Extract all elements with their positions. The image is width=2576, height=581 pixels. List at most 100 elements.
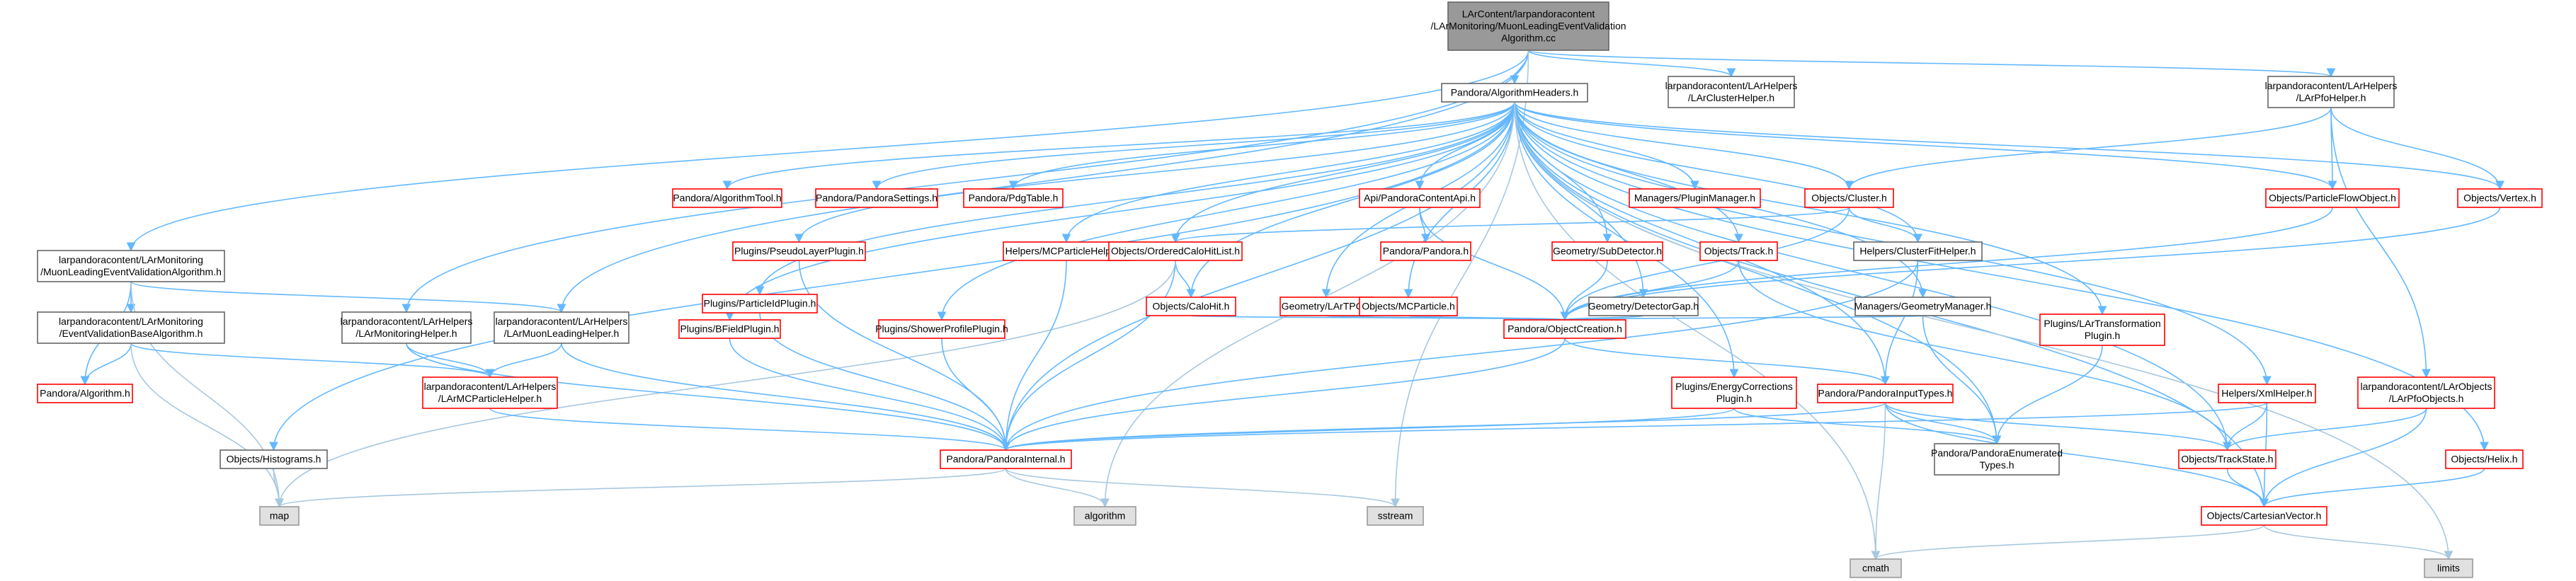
node-box-track_state [2178, 449, 2276, 469]
node-bfield[interactable]: Plugins/BFieldPlugin.h [678, 319, 781, 339]
edge-alg_headers-to-histograms [269, 101, 1515, 451]
node-label-track_state-line-0: Objects/TrackState.h [2181, 454, 2273, 465]
node-xml_helper[interactable]: Helpers/XmlHelper.h [2218, 384, 2316, 403]
edge-lar_pfo_helper-to-lar_pfo_objects [2330, 107, 2431, 379]
node-label-pandora_internal-line-0: Pandora/PandoraInternal.h [946, 454, 1065, 465]
node-label-helix-line-0: Objects/Helix.h [2451, 454, 2517, 465]
node-track_state[interactable]: Objects/TrackState.h [2178, 449, 2276, 469]
node-box-pandora_internal [940, 449, 1072, 469]
node-box-helix [2445, 449, 2524, 469]
edge-xml_helper-to-pandora_internal [1001, 402, 2268, 451]
node-label-detector_gap-line-0: Geometry/DetectorGap.h [1588, 301, 1699, 312]
node-alg_tool[interactable]: Pandora/AlgorithmTool.h [672, 188, 782, 208]
node-sub_detector[interactable]: Geometry/SubDetector.h [1551, 241, 1663, 261]
node-box-ordered_calo [1108, 241, 1243, 261]
node-pandora_internal[interactable]: Pandora/PandoraInternal.h [940, 449, 1072, 469]
node-particle_id[interactable]: Plugins/ParticleIdPlugin.h [702, 294, 818, 313]
node-map[interactable]: map [259, 506, 300, 526]
node-cluster[interactable]: Objects/Cluster.h [1804, 188, 1894, 208]
node-lar_pfo_helper[interactable]: larpandoracontent/LArHelpers/LArPfoHelpe… [2265, 76, 2398, 108]
edge-alg_headers-to-pandora_internal [1001, 101, 1515, 451]
node-label-enumerated_types-line-0: Pandora/PandoraEnumerated [1931, 447, 2063, 459]
node-mc_particle[interactable]: Objects/MCParticle.h [1359, 297, 1458, 316]
node-track[interactable]: Objects/Track.h [1699, 241, 1778, 261]
edge-energy_corrections-to-pandora_internal [1001, 408, 1735, 451]
edge-alg_headers-to-api [1415, 101, 1515, 190]
node-label-pandora_pandora-line-0: Pandora/Pandora.h [1383, 246, 1469, 257]
node-label-lar_pfo_helper-line-0: larpandoracontent/LArHelpers [2265, 80, 2398, 91]
node-pandora_algorithm[interactable]: Pandora/Algorithm.h [37, 384, 133, 403]
edge-alg_headers-to-cluster_fit [1514, 101, 1922, 243]
node-cluster_fit[interactable]: Helpers/ClusterFitHelper.h [1853, 241, 1983, 261]
edge-root-to-lar_cluster_helper [1527, 50, 1736, 78]
node-helix[interactable]: Objects/Helix.h [2445, 449, 2524, 469]
node-input_types[interactable]: Pandora/PandoraInputTypes.h [1817, 384, 1954, 403]
edge-alg_headers-to-pseudo_layer [794, 101, 1515, 243]
node-lar_cluster_helper[interactable]: larpandoracontent/LArHelpers/LArClusterH… [1665, 76, 1798, 108]
node-shower_profile[interactable]: Plugins/ShowerProfilePlugin.h [875, 319, 1008, 339]
node-box-input_types [1817, 384, 1954, 403]
node-box-mc_particle [1359, 297, 1458, 316]
edge-alg_headers-to-pandora_settings [872, 101, 1515, 190]
edge-pandora_internal-to-sstream [1005, 468, 1400, 508]
node-histograms[interactable]: Objects/Histograms.h [220, 449, 328, 469]
node-cmath[interactable]: cmath [1850, 558, 1902, 578]
node-cartesian_vector[interactable]: Objects/CartesianVector.h [2201, 506, 2327, 526]
node-pseudo_layer[interactable]: Plugins/PseudoLayerPlugin.h [732, 241, 866, 261]
edge-event_validation_base-to-pandora_algorithm [80, 343, 132, 386]
node-algorithm[interactable]: algorithm [1073, 506, 1136, 526]
edge-mc_particle_helper-to-pandora_internal [1001, 260, 1067, 451]
node-label-cluster-line-0: Objects/Cluster.h [1811, 192, 1887, 204]
node-label-algorithm-line-0: algorithm [1085, 510, 1126, 522]
node-pandora_settings[interactable]: Pandora/PandoraSettings.h [815, 188, 938, 208]
node-alg_headers[interactable]: Pandora/AlgorithmHeaders.h [1441, 83, 1588, 103]
edge-alg_headers-to-cluster [1514, 101, 1854, 190]
node-ordered_calo[interactable]: Objects/OrderedCaloHitList.h [1108, 241, 1243, 261]
node-pdg_table[interactable]: Pandora/PdgTable.h [963, 188, 1064, 208]
node-mc_particle_helper_lar[interactable]: larpandoracontent/LArHelpers/LArMCPartic… [422, 376, 558, 409]
node-limits[interactable]: limits [2424, 558, 2473, 578]
node-label-lar_cluster_helper-line-0: larpandoracontent/LArHelpers [1665, 80, 1798, 91]
node-box-root [1447, 1, 1609, 51]
node-label-geometry_manager-line-0: Managers/GeometryManager.h [1854, 301, 1992, 312]
node-label-mc_particle_helper_lar-line-0: larpandoracontent/LArHelpers [424, 381, 557, 392]
node-vertex[interactable]: Objects/Vertex.h [2457, 188, 2543, 208]
node-api[interactable]: Api/PandoraContentApi.h [1359, 188, 1481, 208]
node-box-track [1699, 241, 1778, 261]
edge-pandora_internal-to-algorithm [1005, 468, 1110, 508]
edge-root-to-muon_alg [126, 50, 1529, 252]
node-sstream[interactable]: sstream [1367, 506, 1424, 526]
node-lar_tpc[interactable]: Geometry/LArTPC.h [1280, 297, 1373, 316]
node-label-plugin_manager-line-0: Managers/PluginManager.h [1634, 192, 1755, 204]
node-label-api-line-0: Api/PandoraContentApi.h [1364, 192, 1476, 204]
node-plugin_manager[interactable]: Managers/PluginManager.h [1629, 188, 1761, 208]
node-calo_hit[interactable]: Objects/CaloHit.h [1146, 297, 1236, 316]
node-label-alg_tool-line-0: Pandora/AlgorithmTool.h [673, 192, 781, 204]
node-pandora_pandora[interactable]: Pandora/Pandora.h [1380, 241, 1471, 261]
node-box-sub_detector [1551, 241, 1663, 261]
node-box-vertex [2457, 188, 2543, 208]
node-box-lar_pfo_helper [2267, 76, 2395, 108]
edge-muon_leading_helper-to-mc_particle_helper_lar [485, 343, 562, 379]
edge-input_types-to-cmath [1871, 402, 1886, 560]
node-detector_gap[interactable]: Geometry/DetectorGap.h [1588, 297, 1699, 316]
edge-alg_headers-to-helix [1514, 101, 2489, 451]
node-monitoring_helper[interactable]: larpandoracontent/LArHelpers/LArMonitori… [341, 311, 473, 344]
node-geometry_manager[interactable]: Managers/GeometryManager.h [1854, 297, 1992, 316]
node-root[interactable]: LArContent/larpandoracontent/LArMonitori… [1430, 1, 1626, 51]
edge-alg_headers-to-ordered_calo [1170, 101, 1515, 243]
edge-cluster-to-object_creation [1560, 207, 1850, 321]
node-particle_flow[interactable]: Objects/ParticleFlowObject.h [2265, 188, 2400, 208]
edge-object_creation-to-pandora_internal [1001, 338, 1566, 451]
node-box-event_validation_base [37, 311, 225, 344]
node-event_validation_base[interactable]: larpandoracontent/LArMonitoring/EventVal… [37, 311, 225, 344]
node-box-limits [2424, 558, 2473, 578]
node-muon_leading_helper[interactable]: larpandoracontent/LArHelpers/LArMuonLead… [494, 311, 629, 344]
node-lar_pfo_objects[interactable]: larpandoracontent/LArObjects/LArPfoObjec… [2357, 376, 2495, 409]
node-object_creation[interactable]: Pandora/ObjectCreation.h [1503, 319, 1626, 339]
node-muon_alg[interactable]: larpandoracontent/LArMonitoring/MuonLead… [37, 250, 225, 282]
edge-alg_headers-to-bfield [725, 101, 1515, 321]
